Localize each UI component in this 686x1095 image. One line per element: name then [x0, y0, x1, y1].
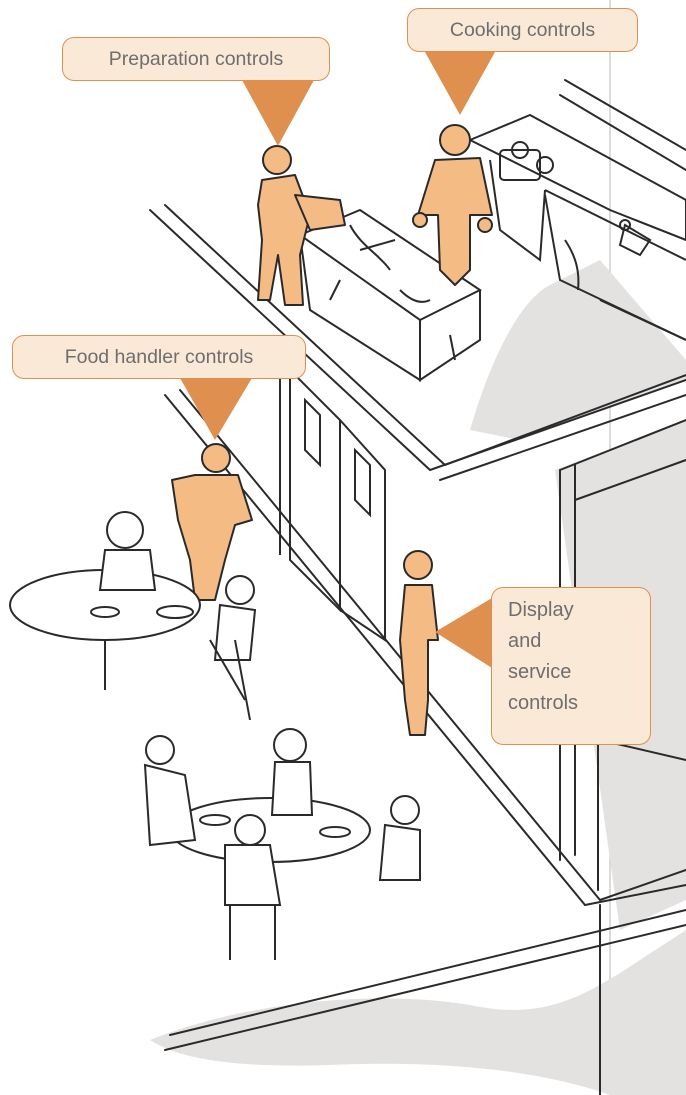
cooking-pointer	[425, 52, 495, 115]
display-label-line-3: service	[508, 661, 572, 683]
swing-doors	[279, 365, 386, 642]
food-handler-controls-label: Food handler controls	[64, 346, 254, 368]
cooking-controls-label: Cooking controls	[449, 19, 596, 41]
preparation-chef	[257, 145, 346, 306]
cooking-controls-callout: Cooking controls	[407, 8, 638, 52]
floor-shadow-bottom	[150, 930, 686, 1095]
display-pointer	[435, 598, 492, 668]
food-handler-pointer	[180, 378, 252, 440]
staff-figures	[171, 124, 493, 736]
food-handler-controls-callout: Food handler controls	[12, 335, 306, 379]
cooking-chef	[412, 124, 493, 286]
display-service-controls-callout: Display and service controls	[491, 587, 651, 745]
kitchen-counter	[467, 113, 686, 341]
dining-table-lower	[143, 728, 421, 960]
dining-table-upper	[9, 511, 257, 721]
preparation-pointer	[242, 80, 314, 146]
display-label-line-1: Display	[508, 599, 574, 621]
display-label-line-4: controls	[508, 692, 579, 714]
display-service-server	[399, 550, 439, 736]
preparation-controls-label: Preparation controls	[108, 48, 284, 70]
food-handler-waiter	[171, 443, 253, 601]
preparation-controls-callout: Preparation controls	[62, 37, 330, 81]
callout-pointers	[180, 52, 495, 668]
display-label-line-2: and	[508, 630, 542, 652]
